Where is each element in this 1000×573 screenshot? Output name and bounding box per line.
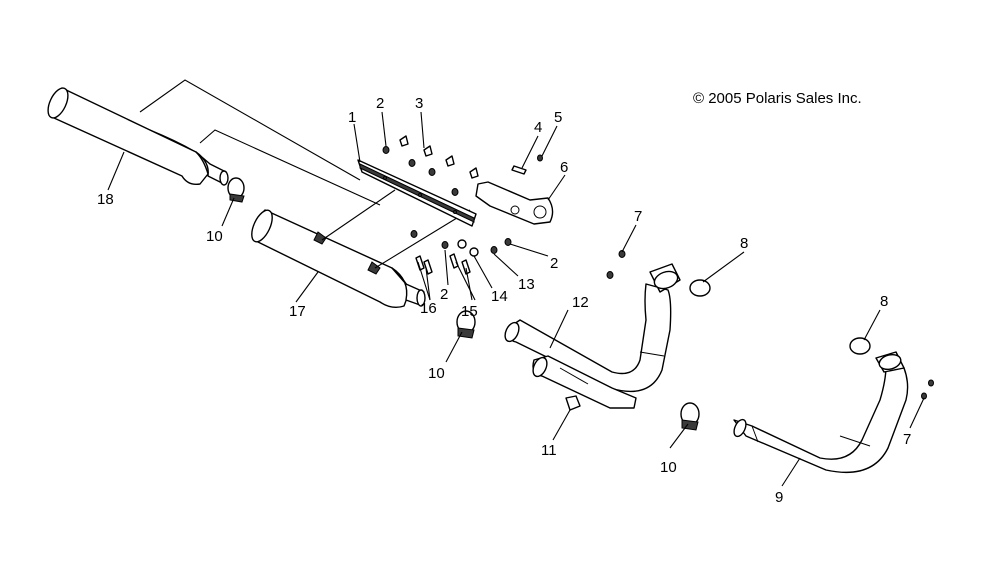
callout-6: 6 (560, 159, 568, 176)
clamp-middle (456, 310, 476, 339)
plug (565, 395, 581, 411)
bracket-line-a (321, 189, 396, 241)
callout-18: 18 (97, 191, 114, 208)
head-pipe-front (504, 263, 681, 409)
callout-10-middle: 10 (428, 365, 445, 382)
callout-2-lower: 2 (440, 286, 448, 303)
muffler-upper (47, 87, 229, 186)
hardware (382, 135, 934, 400)
callout-8-front: 8 (740, 235, 748, 252)
callout-2-right: 2 (550, 255, 558, 272)
callout-11: 11 (541, 442, 557, 459)
callout-7-rear: 7 (903, 431, 911, 448)
leader-lines (107, 111, 925, 487)
gasket-rear (849, 337, 871, 355)
callouts: 1 2 3 4 5 6 7 8 8 7 9 10 10 10 11 12 2 1… (97, 95, 911, 506)
muffler-lower (251, 209, 426, 309)
callout-14: 14 (491, 288, 508, 305)
callout-7-front: 7 (634, 208, 642, 225)
callout-13: 13 (518, 276, 535, 293)
callout-5: 5 (554, 109, 562, 126)
callout-17: 17 (289, 303, 306, 320)
callout-16: 16 (420, 300, 437, 317)
bracket-line-b (374, 209, 471, 269)
mount-line-middle (199, 129, 381, 206)
callout-3: 3 (415, 95, 423, 112)
callout-4: 4 (534, 119, 542, 136)
callout-10-lower: 10 (660, 459, 677, 476)
callout-10-upper: 10 (206, 228, 223, 245)
callout-12: 12 (572, 294, 589, 311)
callout-9: 9 (775, 489, 783, 506)
mount-line-upper (139, 79, 361, 181)
bracket (475, 181, 554, 225)
clamp-lower (680, 402, 700, 431)
callout-2: 2 (376, 95, 384, 112)
clamp-upper (227, 177, 245, 203)
mounting-bar (357, 159, 477, 227)
callout-15: 15 (461, 303, 478, 320)
callout-8-rear: 8 (880, 293, 888, 310)
head-pipe-rear (733, 351, 909, 474)
copyright-text: © 2005 Polaris Sales Inc. (693, 90, 862, 107)
gasket-front (689, 279, 711, 297)
callout-1: 1 (348, 109, 356, 126)
